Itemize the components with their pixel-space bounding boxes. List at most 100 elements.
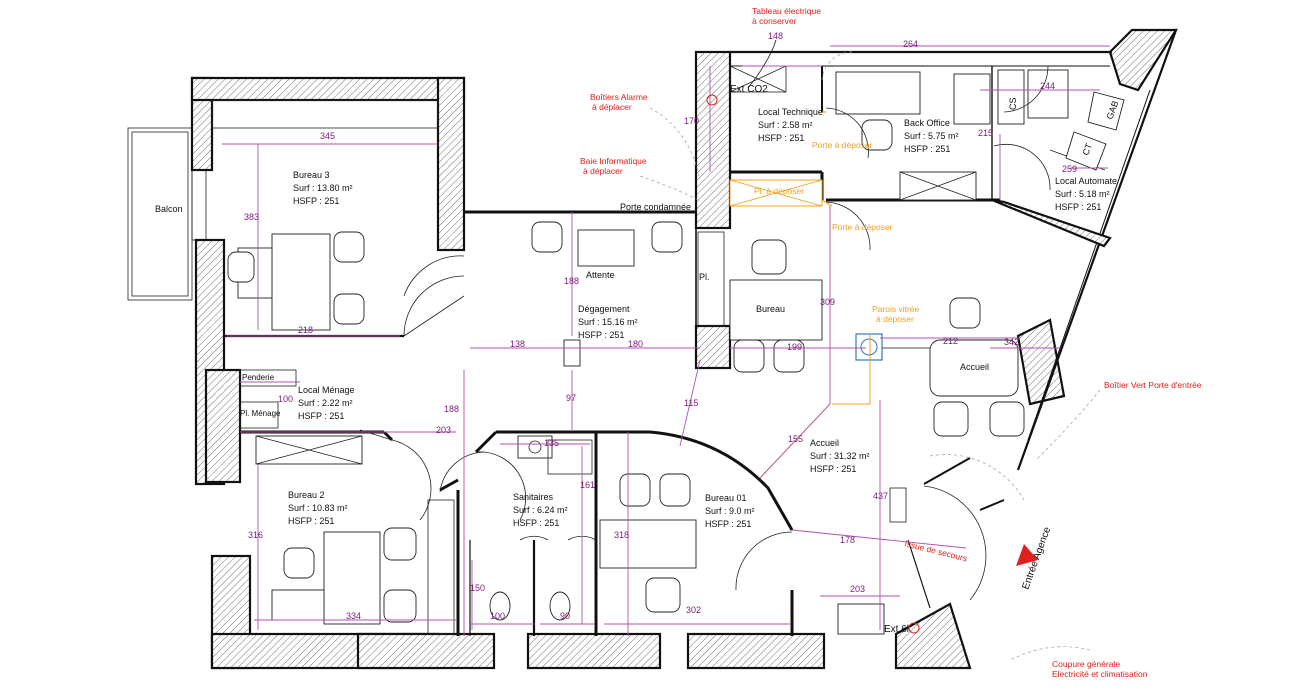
room-hsfp: HSFP : 251 [1055, 202, 1101, 212]
extinguisher-6l-icon [908, 622, 920, 634]
dim-244: 244 [1040, 81, 1055, 91]
dim-115: 115 [684, 398, 698, 408]
boitiers-line2: à déplacer [592, 102, 632, 112]
balcony: Balcon [127, 127, 207, 301]
room-local-automate: Local Automate Surf : 5.18 m² HSFP : 251 [1055, 176, 1117, 212]
coupure-line2: Electricité et climatisation [1052, 669, 1148, 679]
boitiers-line1: Boîtiers Alarme [590, 92, 648, 102]
tableau-line2: à conserver [752, 16, 797, 26]
placard-deposer: Pl. à déposer [754, 186, 804, 196]
boitier-vert-label: Boîtier Vert Porte d'entrée [1104, 380, 1202, 390]
room-name: Bureau 01 [705, 493, 747, 503]
room-local-technique: Local Technique Surf : 2.58 m² HSFP : 25… [758, 107, 823, 143]
room-hsfp: HSFP : 251 [904, 144, 950, 154]
dim-188-top: 188 [564, 276, 579, 286]
pl-menage-label: Pl. Ménage [240, 409, 281, 418]
cs-label: CS [1008, 97, 1018, 110]
dim-218: 218 [298, 325, 313, 335]
dim-318: 318 [614, 530, 629, 540]
dim-212: 212 [943, 336, 958, 346]
room-hsfp: HSFP : 251 [578, 330, 624, 340]
bureau-desk-label: Bureau [756, 304, 785, 314]
issue-secours-label: Issue de secours [904, 538, 969, 563]
dim-203-top: 203 [436, 425, 451, 435]
dim-383: 383 [244, 212, 259, 222]
dim-302: 302 [686, 605, 701, 615]
penderie-label: Penderie [242, 373, 275, 382]
dim-155: 155 [788, 434, 803, 444]
baie-line2: à déplacer [583, 166, 623, 176]
tableau-line1: Tableau électrique [752, 6, 821, 16]
orange-annotations: Porte à déposer Porte à déposer Pl. à dé… [754, 140, 920, 324]
dim-309: 309 [820, 297, 835, 307]
balcon-label: Balcon [155, 204, 183, 214]
dim-203-bottom: 203 [850, 584, 865, 594]
dim-161: 161 [580, 480, 595, 490]
room-surface: Surf : 5.18 m² [1055, 189, 1110, 199]
dimension-labels: 148 264 244 170 215 259 345 383 218 188 … [244, 31, 1077, 621]
room-accueil: Accueil Surf : 31.32 m² HSFP : 251 [810, 438, 870, 474]
dim-316: 316 [248, 530, 263, 540]
dim-345: 345 [320, 131, 335, 141]
room-hsfp: HSFP : 251 [293, 196, 339, 206]
furniture [211, 65, 1125, 635]
dim-100: 100 [278, 394, 293, 404]
dim-188-bottom: 188 [444, 404, 459, 414]
misc-labels: Porte condamnée Attente Pl. Bureau Accue… [240, 84, 1120, 635]
pl-label: Pl. [699, 272, 710, 282]
dim-138: 138 [510, 339, 525, 349]
room-name: Accueil [810, 438, 839, 448]
room-surface: Surf : 10.83 m² [288, 503, 348, 513]
room-hsfp: HSFP : 251 [758, 133, 804, 143]
room-name: Local Technique [758, 107, 823, 117]
room-hsfp: HSFP : 251 [288, 516, 334, 526]
dim-150: 150 [470, 583, 485, 593]
room-hsfp: HSFP : 251 [298, 411, 344, 421]
dim-334: 334 [346, 611, 361, 621]
dim-180: 180 [628, 339, 643, 349]
accueil-desk-label: Accueil [960, 362, 989, 372]
room-hsfp: HSFP : 251 [810, 464, 856, 474]
doors [359, 51, 1051, 601]
porte-deposer-2: Porte à déposer [832, 222, 893, 232]
room-bureau01: Bureau 01 Surf : 9.0 m² HSFP : 251 [705, 493, 755, 529]
room-name: Sanitaires [513, 492, 554, 502]
room-name: Bureau 2 [288, 490, 325, 500]
room-bureau2: Bureau 2 Surf : 10.83 m² HSFP : 251 [288, 490, 348, 526]
ext-6l-label: Ext 6l [884, 624, 909, 635]
room-back-office: Back Office Surf : 5.75 m² HSFP : 251 [904, 118, 959, 154]
dim-97: 97 [566, 393, 576, 403]
entrance-arrow-icon [1016, 544, 1038, 566]
room-name: Bureau 3 [293, 170, 330, 180]
room-degagement: Dégagement Surf : 15.16 m² HSFP : 251 [578, 304, 638, 340]
parois-line1: Parois vitrée [872, 304, 920, 314]
dim-90: 90 [560, 611, 570, 621]
ext-co2-label: Ext CO2 [730, 84, 768, 95]
porte-deposer-1: Porte à déposer [812, 140, 873, 150]
dim-437: 437 [873, 491, 888, 501]
room-surface: Surf : 6.24 m² [513, 505, 568, 515]
ct-label: CT [1080, 142, 1094, 157]
red-annotations: Tableau électrique à conserver Boîtiers … [580, 6, 1202, 679]
dimension-lines [222, 45, 1110, 636]
room-bureau3: Bureau 3 Surf : 13.80 m² HSFP : 251 [293, 170, 353, 206]
exterior-walls [190, 28, 1178, 670]
dim-148: 148 [768, 31, 783, 41]
dim-178: 178 [840, 535, 855, 545]
room-surface: Surf : 9.0 m² [705, 506, 755, 516]
room-surface: Surf : 31.32 m² [810, 451, 870, 461]
room-name: Back Office [904, 118, 950, 128]
dim-264: 264 [903, 39, 918, 49]
dim-215: 215 [978, 128, 993, 138]
room-hsfp: HSFP : 251 [513, 518, 559, 528]
room-sanitaires: Sanitaires Surf : 6.24 m² HSFP : 251 [513, 492, 568, 528]
dim-199: 199 [787, 342, 802, 352]
room-name: Dégagement [578, 304, 630, 314]
porte-condamnee-label: Porte condamnée [620, 202, 691, 212]
coupure-line1: Coupure générale [1052, 659, 1120, 669]
baie-line1: Baie Informatique [580, 156, 647, 166]
extinguisher-co2-icon [706, 94, 718, 106]
dim-170: 170 [684, 116, 699, 126]
dim-342: 342 [1004, 337, 1019, 347]
